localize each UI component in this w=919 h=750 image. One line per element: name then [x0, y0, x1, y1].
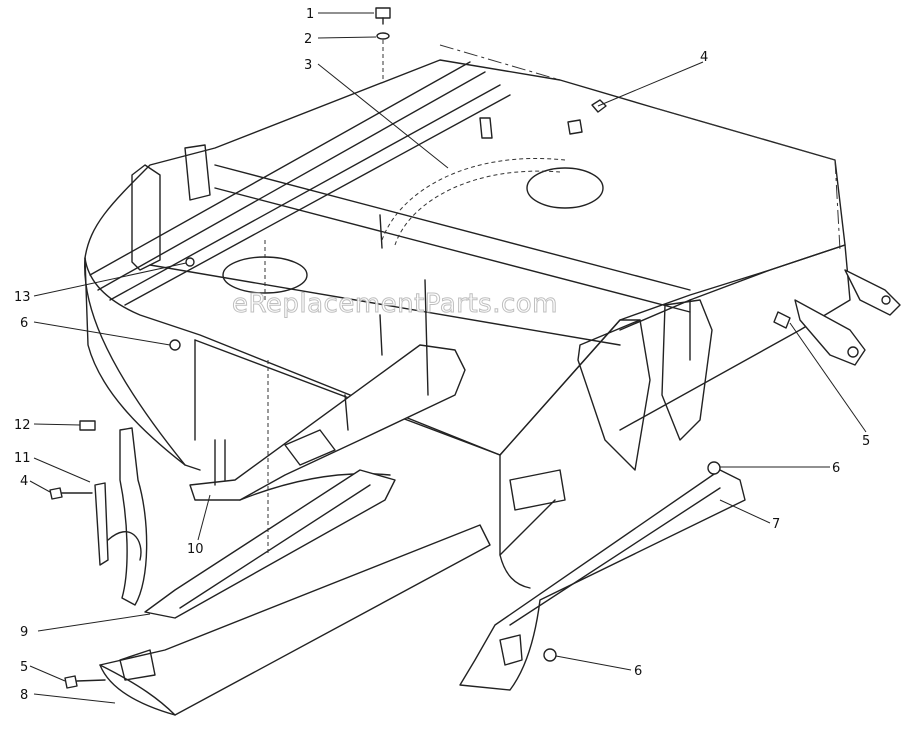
callout-6-bottom: 6	[634, 664, 642, 679]
lower-deflector	[99, 524, 491, 716]
right-side-skirt	[459, 469, 746, 691]
callout-4-top: 4	[700, 50, 708, 65]
callout-4-left: 4	[20, 474, 28, 489]
curved-baffle	[379, 158, 566, 249]
callout-6-left: 6	[20, 316, 28, 331]
mower-deck-housing	[83, 44, 851, 589]
left-bracket	[94, 427, 148, 606]
callout-leaders	[29, 12, 867, 704]
callout-5-left: 5	[20, 660, 28, 675]
blade	[144, 360, 396, 619]
hitch-brackets	[509, 269, 901, 511]
callout-11: 11	[14, 451, 31, 466]
callout-2: 2	[304, 32, 312, 47]
callout-1: 1	[306, 7, 314, 22]
callout-7: 7	[772, 517, 780, 532]
hardware	[49, 7, 791, 689]
spindle-openings	[222, 167, 604, 300]
watermark: eReplacementParts.com	[232, 289, 558, 319]
callout-6-right: 6	[832, 461, 840, 476]
callout-numbers: 1 2 3 4 13 6 12 11 4 10 9 5 8 5 6 7 6	[14, 7, 870, 703]
inner-baffle-assembly	[189, 279, 466, 501]
callout-5-right: 5	[862, 434, 870, 449]
callout-10: 10	[187, 542, 204, 557]
callout-8: 8	[20, 688, 28, 703]
deck-frame-rails	[89, 61, 691, 346]
callout-3: 3	[304, 58, 312, 73]
callout-9: 9	[20, 625, 28, 640]
callout-13: 13	[14, 290, 31, 305]
callout-12: 12	[14, 418, 31, 433]
